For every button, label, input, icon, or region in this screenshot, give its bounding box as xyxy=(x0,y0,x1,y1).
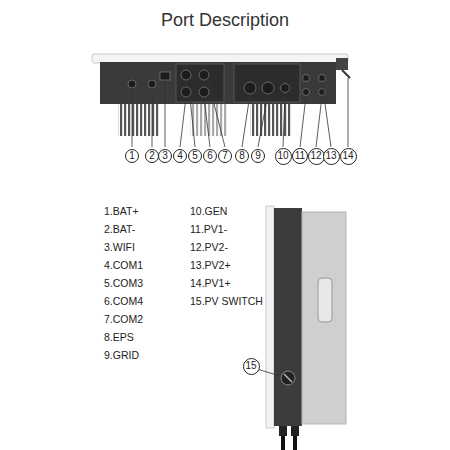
port-label: 5.COM3 xyxy=(104,277,143,289)
callout-circle: 5 xyxy=(188,149,202,163)
port-label: 4.COM1 xyxy=(104,259,143,271)
callout-circle: 6 xyxy=(203,149,217,163)
callout-number: 10 xyxy=(277,151,288,161)
callout-number: 5 xyxy=(192,151,198,161)
callout-number: 3 xyxy=(162,151,168,161)
port-label: 2.BAT- xyxy=(104,223,135,235)
side-view xyxy=(257,206,346,450)
callout-circle: 7 xyxy=(218,149,232,163)
callout-circle: 14 xyxy=(340,148,357,165)
port-label: 12.PV2- xyxy=(190,241,228,253)
callout-number: 14 xyxy=(342,151,353,161)
port-label: 15.PV SWITCH xyxy=(190,295,263,307)
callout-circle: 4 xyxy=(173,149,187,163)
port-label: 3.WIFI xyxy=(104,241,135,253)
callout-number: 1 xyxy=(129,151,135,161)
callout-circle: 10 xyxy=(275,148,292,165)
callout-circle: 15 xyxy=(243,358,260,375)
bottom-view xyxy=(92,54,350,147)
callout-circle: 11 xyxy=(292,148,308,164)
callout-number: 8 xyxy=(239,151,245,161)
port-label: 9.GRID xyxy=(104,349,139,361)
callout-number: 4 xyxy=(177,151,183,161)
callout-number: 2 xyxy=(149,151,155,161)
callout-circle: 3 xyxy=(158,149,172,163)
callout-number: 9 xyxy=(255,151,261,161)
callout-number: 15 xyxy=(245,361,256,371)
callout-number: 13 xyxy=(325,151,336,161)
port-label: 14.PV1+ xyxy=(190,277,231,289)
callout-circle: 2 xyxy=(145,149,159,163)
callout-circle: 13 xyxy=(323,148,340,165)
port-label: 8.EPS xyxy=(104,331,134,343)
title: Port Description xyxy=(161,10,289,31)
callout-circle: 12 xyxy=(308,148,325,165)
callout-number: 6 xyxy=(207,151,213,161)
port-label: 7.COM2 xyxy=(104,313,143,325)
callout-circle: 8 xyxy=(235,149,249,163)
port-label: 10.GEN xyxy=(190,205,227,217)
callout-number: 11 xyxy=(295,151,305,161)
port-label: 11.PV1- xyxy=(190,223,227,235)
callout-circle: 1 xyxy=(125,149,139,163)
callout-circle: 9 xyxy=(251,149,265,163)
port-label: 13.PV2+ xyxy=(190,259,231,271)
port-label: 6.COM4 xyxy=(104,295,143,307)
port-label: 1.BAT+ xyxy=(104,205,139,217)
callout-number: 7 xyxy=(222,151,228,161)
callout-number: 12 xyxy=(310,151,321,161)
